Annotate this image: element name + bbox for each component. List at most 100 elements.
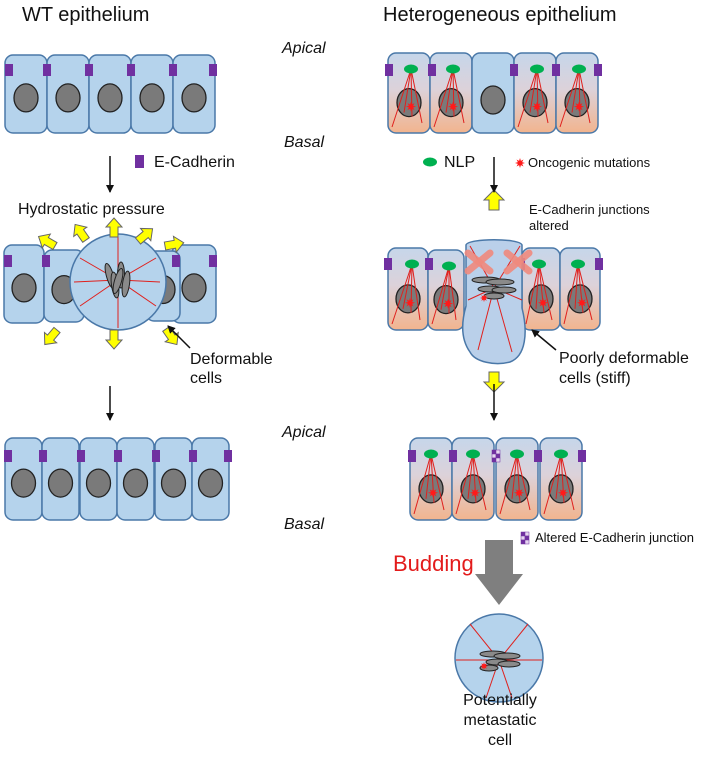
chromosome (112, 267, 124, 295)
e-cadherin-junction (408, 450, 416, 462)
e-cadherin-junction (209, 64, 217, 76)
junctions-altered-line2: altered (529, 218, 569, 233)
stiff-label-line2: cells (stiff) (559, 370, 631, 387)
altered-e-cadherin-junction (524, 531, 530, 537)
actin-fiber (445, 68, 454, 113)
actin-fiber (574, 263, 579, 309)
nucleus (181, 273, 207, 303)
e-cadherin-junction (85, 64, 93, 76)
hydrostatic-pressure-arrow (37, 233, 58, 251)
yellow-arrow-icon (163, 235, 185, 254)
oncogenic-mutation-icon (577, 297, 587, 308)
wt-recovered-cells (4, 437, 232, 521)
actin-fiber (529, 68, 538, 113)
legend-nlp-label: NLP (444, 154, 476, 171)
e-cadherin-junction (534, 450, 542, 462)
nucleus (522, 87, 548, 118)
e-cadherin-junction (385, 64, 393, 76)
nucleus (55, 83, 81, 113)
actin-fiber (571, 68, 580, 113)
nlp-icon (446, 64, 460, 74)
yellow-arrow-icon (482, 189, 506, 211)
hydrostatic-pressure-arrow (163, 235, 185, 254)
actin-fiber (563, 263, 579, 325)
nlp-icon (532, 259, 546, 269)
chromosome (497, 660, 521, 668)
budding-label: Budding (393, 551, 474, 576)
metastatic-label-line1: Potentially (463, 692, 537, 709)
nlp-icon (572, 64, 586, 74)
actin-fiber (455, 453, 474, 515)
wt-epithelium-cells (4, 54, 217, 134)
actin-fiber (431, 265, 450, 325)
actin-fiber (411, 263, 421, 321)
e-cadherin-junction (4, 255, 12, 267)
actin-fiber (440, 265, 450, 310)
left-panel-title: WT epithelium (22, 4, 150, 26)
legend-oncogenic-label: Oncogenic mutations (528, 155, 651, 170)
e-cadherin-junction (428, 64, 436, 76)
nucleus (396, 87, 422, 118)
hydrostatic-pressure-arrow (482, 189, 506, 211)
altered-e-cadherin-junction (520, 535, 526, 541)
nlp-icon (466, 449, 480, 459)
altered-e-cadherin-junction (495, 453, 501, 459)
nucleus (438, 87, 464, 118)
nucleus (181, 83, 207, 113)
e-cadherin-junction (425, 258, 433, 270)
e-cadherin-junction (172, 255, 180, 267)
nucleus (85, 468, 112, 498)
nlp-icon (554, 449, 568, 459)
actin-fiber (538, 263, 553, 321)
actin-fiber (560, 453, 575, 511)
e-cadherin-junction (169, 64, 177, 76)
nucleus (480, 85, 506, 115)
actin-fiber (577, 263, 593, 321)
e-cadherin-junction (4, 450, 12, 462)
chromosome (491, 286, 517, 294)
actin-fiber (578, 68, 591, 124)
actin-fiber (402, 263, 413, 309)
e-cadherin-legend-icon (135, 155, 144, 168)
e-cadherin-junction (449, 450, 457, 462)
e-cadherin-junction (578, 450, 586, 462)
actin-fiber (403, 68, 412, 113)
nlp-icon (405, 259, 419, 269)
oncogenic-mutation-icon (480, 294, 488, 302)
altered-e-cadherin-junction (520, 531, 526, 537)
actin-fiber (433, 68, 454, 128)
actin-fiber (517, 68, 538, 128)
apical-label-top: Apical (282, 40, 326, 57)
actin-fiber (413, 453, 432, 515)
yellow-arrow-icon (73, 223, 90, 243)
e-cadherin-junction (510, 64, 518, 76)
actin-fiber (511, 453, 518, 499)
actin-fiber (555, 453, 562, 499)
e-cadherin-junction (42, 255, 50, 267)
nlp-icon (571, 259, 585, 269)
actin-fiber (535, 263, 540, 309)
chromosome (493, 652, 521, 660)
hydrostatic-pressure-arrow (43, 326, 61, 346)
yellow-arrow-icon (43, 326, 61, 346)
broken-junction-icon (464, 249, 494, 275)
altered-e-cadherin-junction (495, 457, 501, 463)
yellow-arrow-icon (482, 371, 506, 393)
altered-e-cadherin-junction (524, 535, 530, 541)
e-cadherin-junction (77, 450, 85, 462)
basal-label-bottom: Basal (284, 516, 325, 533)
actin-fiber (467, 453, 474, 499)
hydrostatic-pressure-arrow (104, 329, 124, 350)
nucleus (160, 468, 187, 498)
oncogenic-mutation-icon (515, 158, 525, 168)
arrows (106, 156, 557, 605)
e-cadherin-junction (595, 258, 603, 270)
broken-junction-icon (503, 249, 533, 275)
e-cadherin-junction (5, 64, 13, 76)
hydrostatic-pressure-arrow (482, 371, 506, 393)
oncogenic-mutation-icon (532, 101, 542, 112)
oncogenic-mutation-icon (406, 101, 416, 112)
metastatic-label-line2: metastatic (463, 712, 537, 729)
